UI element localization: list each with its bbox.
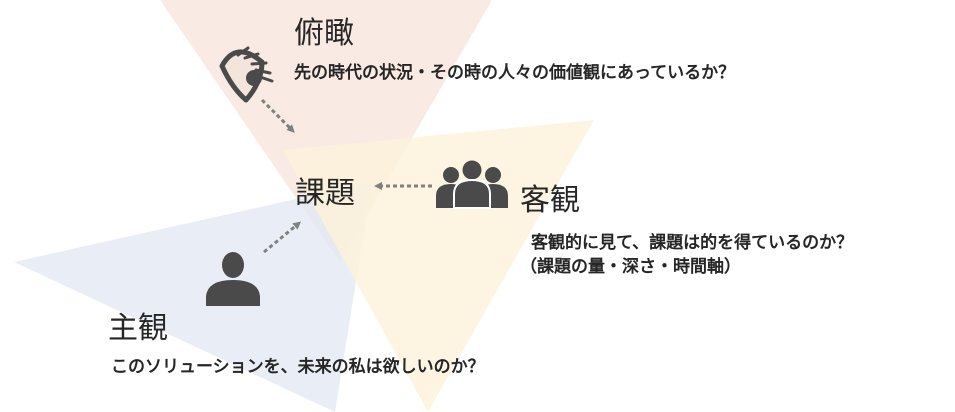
shukan-title: 主観 <box>108 311 168 346</box>
arrow-shukan-to-kadai <box>263 221 302 254</box>
arrow-fukan-to-kadai <box>260 98 295 133</box>
kyakkan-triangle <box>283 120 594 412</box>
shukan-question: このソリューションを、未来の私は欲しいのか？ <box>111 357 485 377</box>
fukan-title: 俯瞰 <box>294 16 354 51</box>
kyakkan-question: 客観的に見て、課題は的を得ているのか？ <box>531 233 854 253</box>
shukan-triangle <box>14 182 372 412</box>
eye-icon <box>219 46 274 103</box>
group-of-people-icon <box>436 160 508 209</box>
kadai-title: 課題 <box>295 176 355 211</box>
kyakkan-title: 客観 <box>520 183 580 218</box>
kyakkan-question-sub: （課題の量・深さ・時間軸） <box>520 257 741 277</box>
person-icon <box>206 252 260 306</box>
fukan-question: 先の時代の状況・その時の人々の価値観にあっているか？ <box>294 63 736 83</box>
